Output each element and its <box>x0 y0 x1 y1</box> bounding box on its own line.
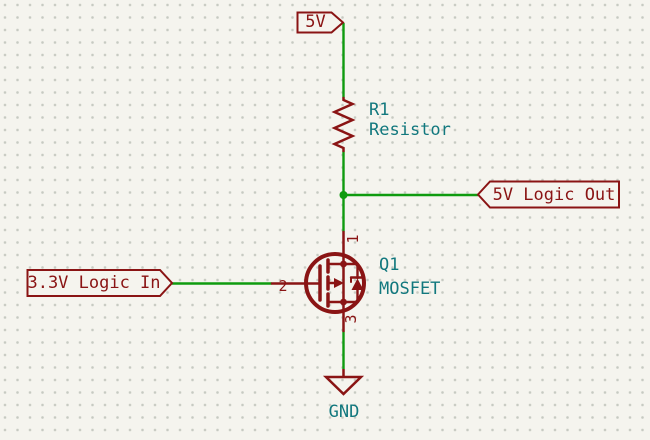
junction-dot[interactable] <box>339 191 348 199</box>
mosfet-source-dot <box>340 298 347 306</box>
mosfet-value[interactable]: MOSFET <box>379 279 441 299</box>
resistor-reference[interactable]: R1 <box>369 100 390 120</box>
global-label-output-shape[interactable] <box>476 180 620 209</box>
resistor-zigzag[interactable] <box>331 96 356 153</box>
gnd-symbol[interactable] <box>322 369 365 396</box>
global-label-input-shape[interactable] <box>26 269 174 297</box>
output-label-text[interactable]: 5V Logic Out <box>492 185 616 205</box>
pin-number-gate: 2 <box>278 277 288 295</box>
mosfet-drain-dot <box>340 260 347 268</box>
power-label-5v[interactable]: 5V <box>305 12 326 32</box>
power-flag-5v[interactable] <box>296 11 345 34</box>
gnd-triangle <box>322 375 365 396</box>
pin-number-source: 3 <box>342 314 360 324</box>
mosfet-reference[interactable]: Q1 <box>379 255 400 275</box>
pin-number-drain: 1 <box>344 234 362 244</box>
gnd-label[interactable]: GND <box>328 402 360 422</box>
input-label-text[interactable]: 3.3V Logic In <box>27 273 161 293</box>
mosfet-substrate-arrow <box>334 278 344 288</box>
mosfet-symbol[interactable] <box>270 230 366 333</box>
resistor-symbol[interactable] <box>331 96 356 153</box>
resistor-value[interactable]: Resistor <box>369 120 451 140</box>
mosfet-body-diode <box>349 262 366 304</box>
